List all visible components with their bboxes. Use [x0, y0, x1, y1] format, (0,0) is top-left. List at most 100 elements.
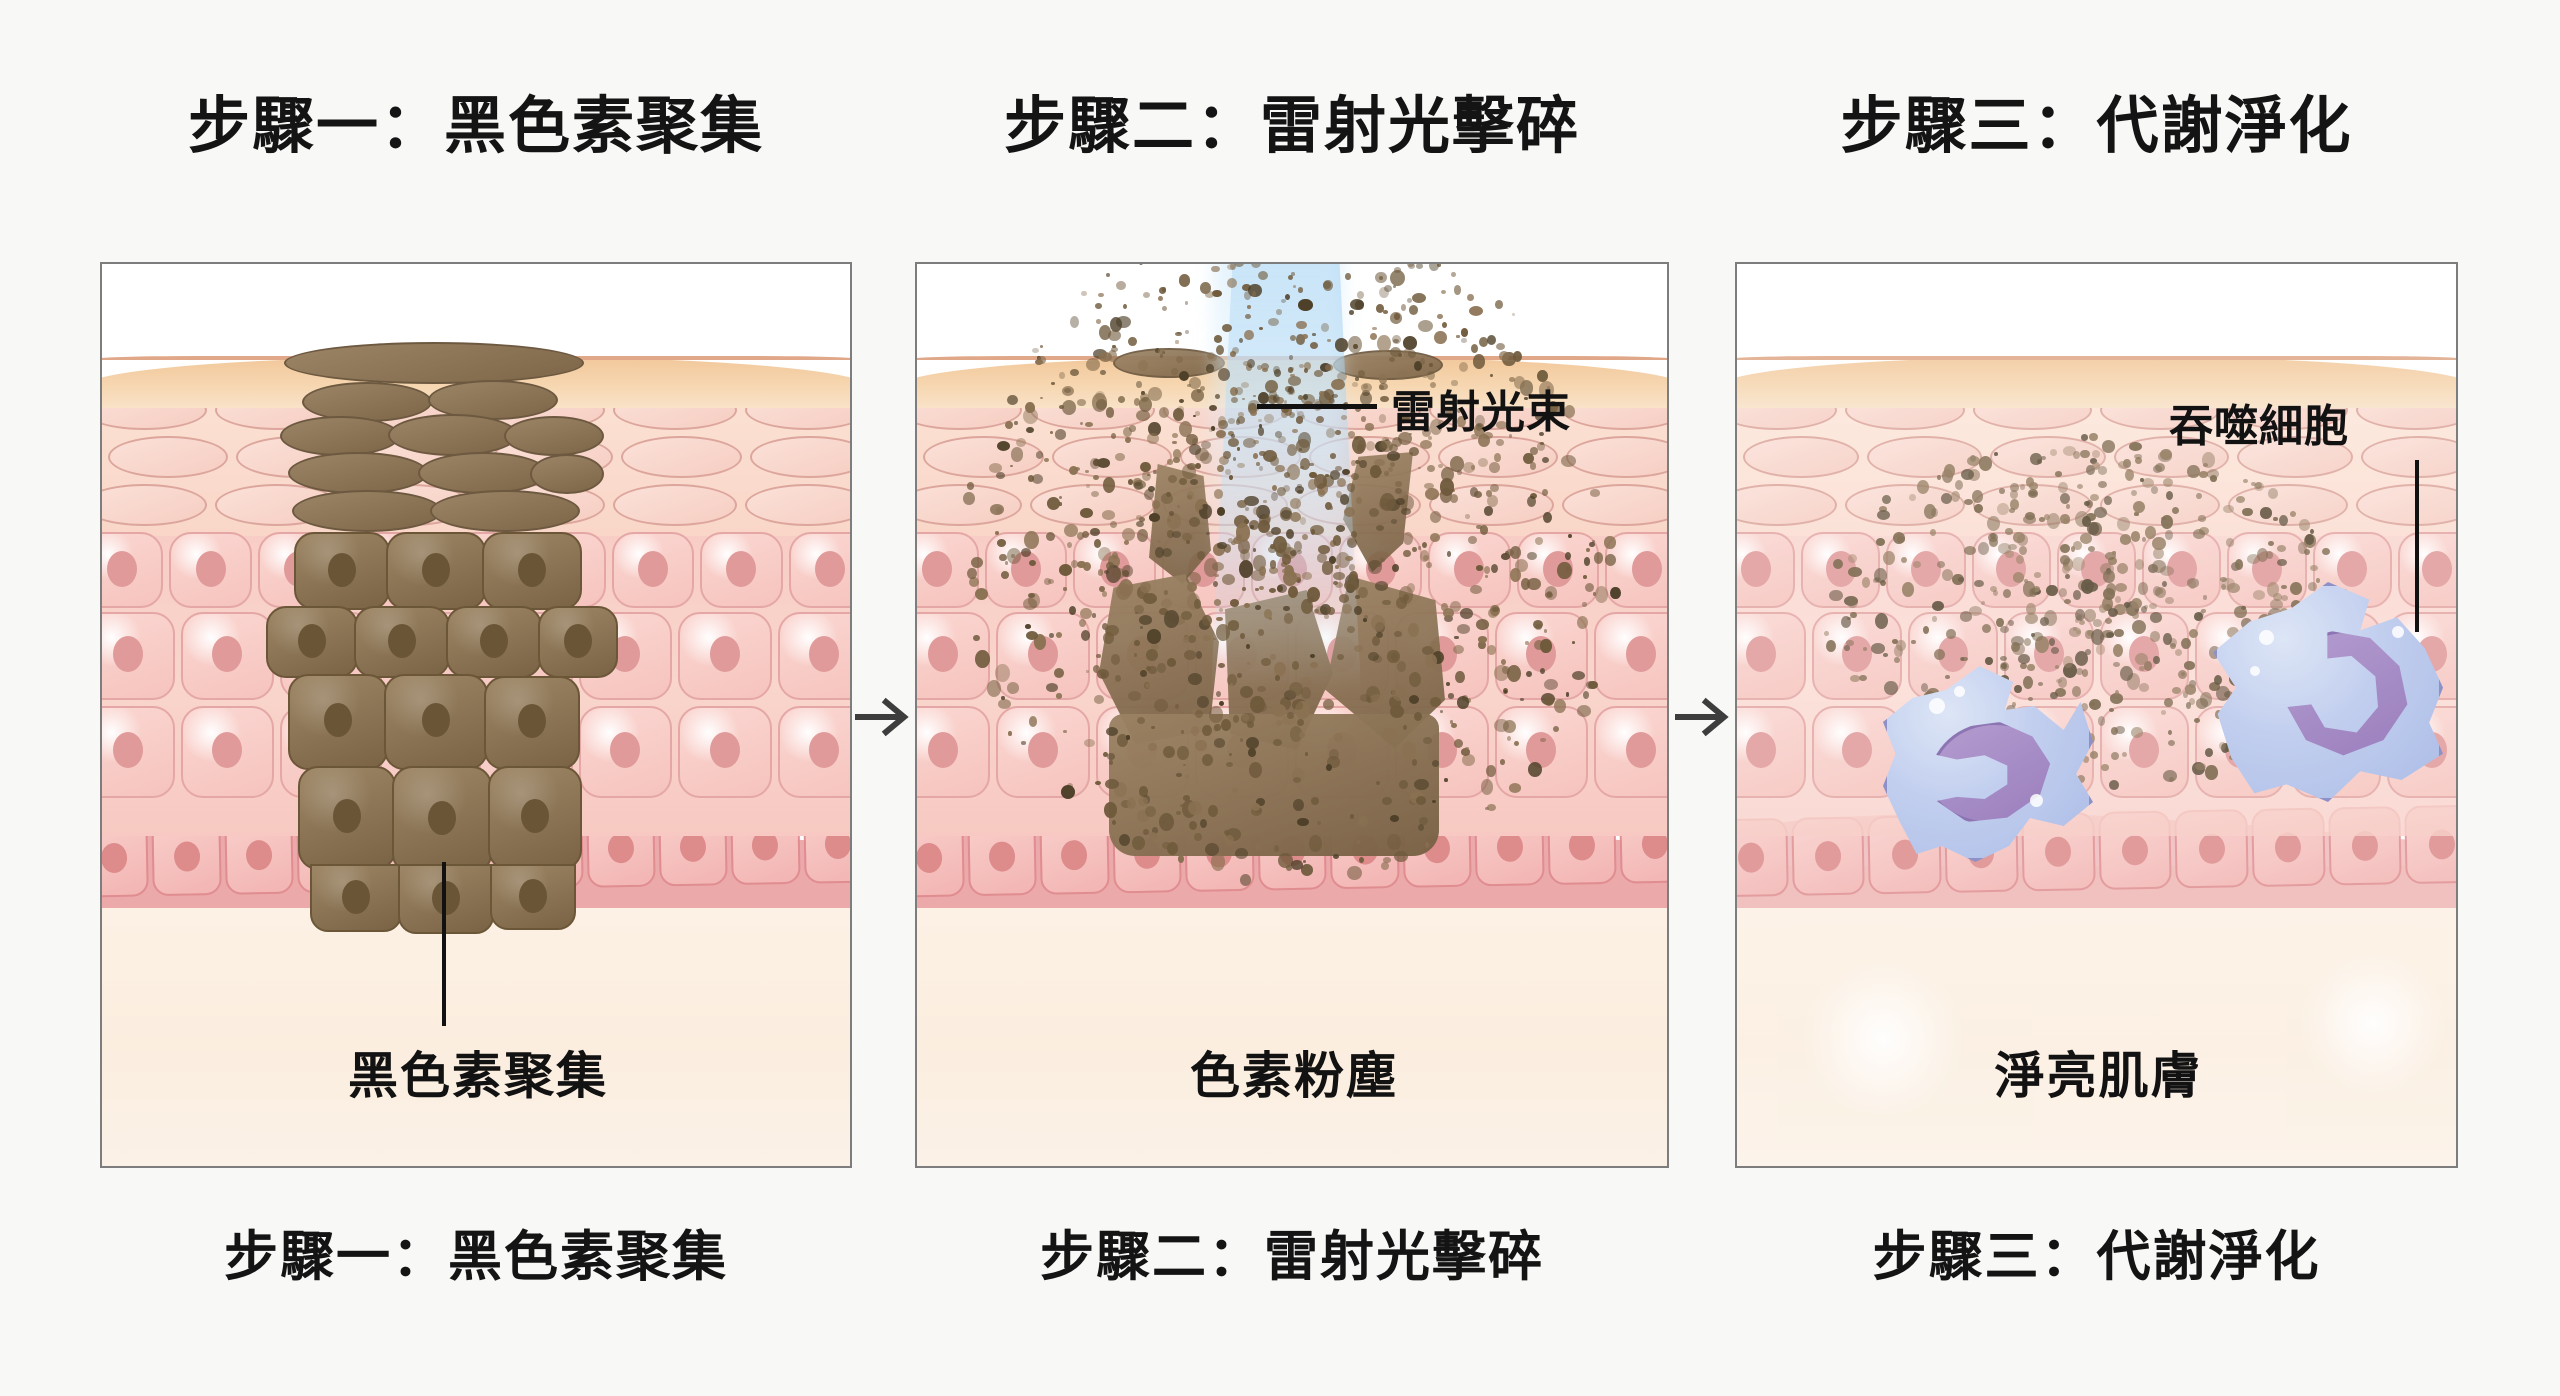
- pigment-particle: [1385, 438, 1389, 442]
- pigment-particle: [1299, 458, 1310, 471]
- pigment-particle: [1295, 334, 1305, 345]
- pigment-particle: [2063, 663, 2077, 679]
- pigment-particle: [1967, 456, 1980, 467]
- pigment-particle: [1402, 336, 1418, 350]
- pigment-particle: [1096, 654, 1101, 659]
- pigment-particle: [1317, 489, 1326, 498]
- pigment-particle: [1339, 494, 1350, 505]
- pigment-particle: [2080, 578, 2094, 595]
- pigment-particle: [1343, 506, 1355, 518]
- pigment-particle: [1246, 662, 1251, 666]
- pigment-particle: [1189, 821, 1197, 831]
- pigment-particle: [1077, 560, 1086, 568]
- pigment-particle: [1360, 392, 1372, 405]
- pigment-particle: [1391, 684, 1407, 702]
- pigment-particle: [1498, 351, 1510, 362]
- pigment-particle: [996, 471, 1006, 479]
- pigment-particle: [2125, 606, 2136, 615]
- pigment-particle: [1461, 753, 1476, 766]
- pigment-particle: [1237, 462, 1245, 469]
- pigment-particle: [2104, 495, 2112, 505]
- pigment-particle: [1220, 719, 1231, 731]
- pigment-particle: [1850, 675, 1860, 683]
- pigment-particle: [2260, 507, 2273, 519]
- pigment-particle: [1216, 691, 1221, 698]
- pigment-particle: [1228, 475, 1234, 481]
- pigment-particle: [1026, 630, 1039, 641]
- pigment-particle: [1281, 299, 1287, 304]
- pigment-particle: [1239, 549, 1250, 562]
- pigment-particle: [1277, 542, 1291, 556]
- pigment-particle: [1333, 571, 1345, 581]
- pigment-particle: [2322, 547, 2331, 556]
- pigment-particle: [1411, 759, 1418, 766]
- pigment-particle: [1144, 805, 1157, 818]
- pigment-particle: [1085, 670, 1090, 674]
- pigment-particle: [2120, 666, 2133, 681]
- pigment-particle: [1958, 576, 1964, 582]
- pigment-particle: [1229, 264, 1236, 270]
- pigment-particle: [1394, 631, 1402, 638]
- pigment-particle: [2011, 641, 2020, 652]
- pigment-particle: [2000, 655, 2007, 661]
- pigment-particle: [2072, 685, 2082, 697]
- inner-label-step-2: 色素粉塵: [1190, 1048, 1398, 1104]
- pigment-particle: [1037, 356, 1046, 364]
- pigment-particle: [2019, 662, 2027, 670]
- pigment-particle: [1537, 370, 1548, 383]
- pigment-particle: [1299, 517, 1307, 526]
- panel-step-2: 雷射光束 色素粉塵: [915, 262, 1669, 1168]
- pigment-particle: [2137, 581, 2149, 595]
- pigment-particle: [1158, 407, 1170, 419]
- pigment-particle: [2144, 525, 2156, 540]
- pigment-particle: [1142, 291, 1151, 299]
- pigment-particle: [1894, 657, 1900, 663]
- pigment-particle: [1162, 305, 1168, 311]
- pigment-particle: [1171, 531, 1181, 538]
- pigment-particle: [1160, 492, 1173, 504]
- pigment-particle: [1376, 563, 1380, 567]
- pigment-particle: [1008, 731, 1012, 736]
- pigment-particle: [1401, 508, 1411, 516]
- pigment-particle: [1273, 369, 1281, 377]
- pigment-particle: [2103, 569, 2115, 583]
- pigment-particle: [1287, 274, 1293, 281]
- pigment-particle: [1457, 416, 1466, 427]
- pigment-particle: [1399, 492, 1407, 500]
- pigment-particle: [1255, 604, 1262, 610]
- pigment-particle: [1006, 548, 1022, 565]
- pigment-particle: [2247, 553, 2261, 565]
- pigment-particle: [1246, 644, 1251, 649]
- pigment-particle: [1147, 486, 1155, 493]
- pigment-particle: [1400, 304, 1407, 311]
- pigment-particle: [1369, 333, 1377, 340]
- pigment-particle: [2175, 649, 2183, 657]
- pigment-particle: [1527, 495, 1537, 507]
- pigment-particle: [1490, 483, 1499, 492]
- pigment-particle: [2012, 642, 2025, 656]
- pigment-particle: [1062, 385, 1075, 397]
- pigment-particle: [1282, 484, 1291, 492]
- pigment-particle: [1118, 578, 1134, 597]
- pigment-particle: [1195, 740, 1207, 751]
- pigment-particle: [1421, 646, 1435, 656]
- pigment-particle: [1257, 365, 1262, 370]
- step-title-1: 步驟一：黑色素聚集: [187, 92, 764, 161]
- pigment-particle: [1197, 550, 1206, 560]
- pigment-particle: [1176, 355, 1183, 363]
- pigment-particle: [2218, 742, 2226, 751]
- pigment-particle: [1257, 270, 1268, 281]
- pigment-particle: [1181, 610, 1193, 621]
- pigment-particle: [1441, 321, 1447, 328]
- pigment-particle: [970, 556, 984, 569]
- pigment-particle: [1980, 600, 1986, 606]
- pigment-particle: [2139, 477, 2144, 483]
- pigment-particle: [1479, 337, 1488, 348]
- pigment-particle: [1544, 591, 1554, 599]
- pigment-particle: [1589, 489, 1600, 497]
- pigment-particle: [1513, 350, 1523, 363]
- pigment-particle: [1420, 550, 1430, 562]
- pigment-particle: [2028, 482, 2039, 490]
- pigment-particle: [1595, 586, 1609, 603]
- pigment-particle: [1359, 459, 1368, 469]
